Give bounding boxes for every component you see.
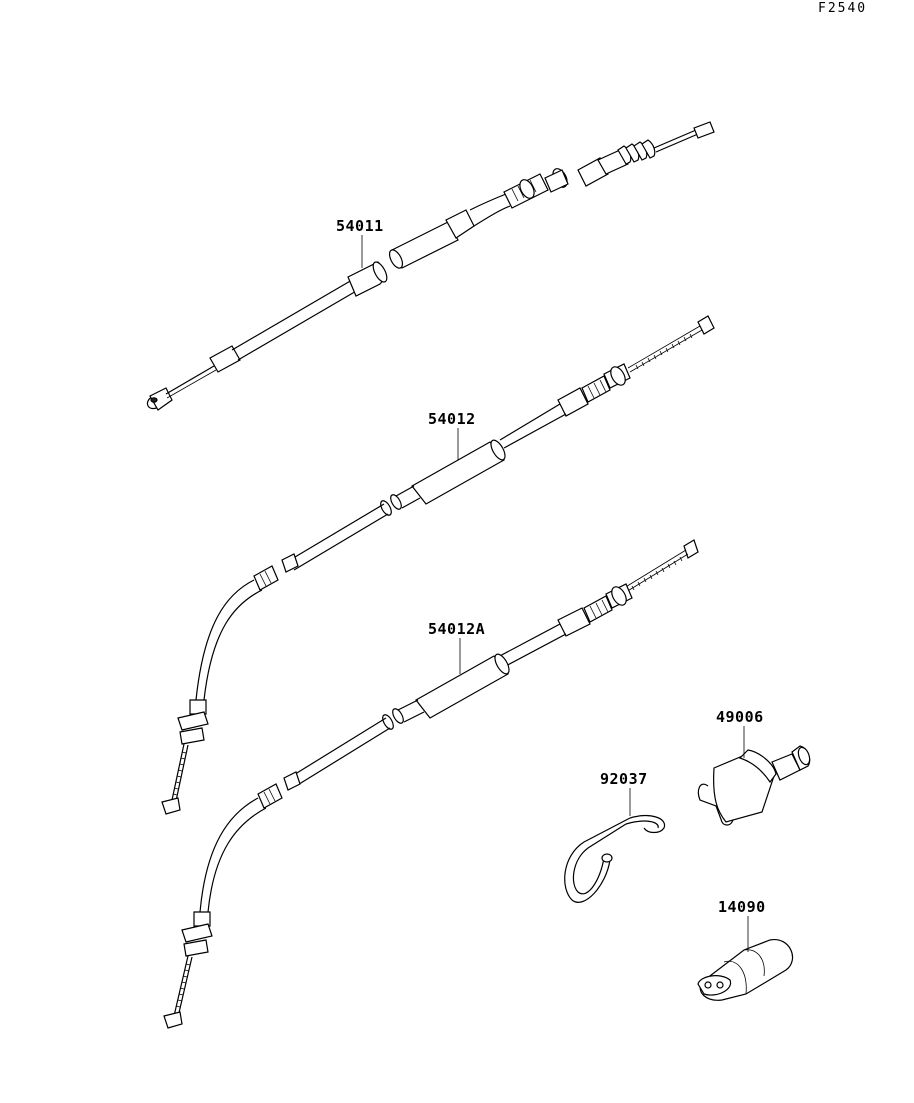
part-label-14090: 14090 — [718, 898, 766, 916]
part-label-92037: 92037 — [600, 770, 648, 788]
part-label-54011: 54011 — [336, 217, 384, 235]
clutch-cable-drawing — [161, 315, 715, 815]
cable-holder-drawing — [697, 745, 811, 826]
part-label-49006: 49006 — [716, 708, 764, 726]
grommet-drawing — [697, 939, 793, 1001]
throttle-cable-a-drawing — [146, 121, 715, 411]
clutch-cable-a-drawing — [163, 539, 699, 1029]
figure-code: F2540 — [818, 1, 867, 16]
part-label-54012: 54012 — [428, 410, 476, 428]
clamp-drawing — [564, 815, 666, 903]
part-label-54012A: 54012A — [428, 620, 485, 638]
